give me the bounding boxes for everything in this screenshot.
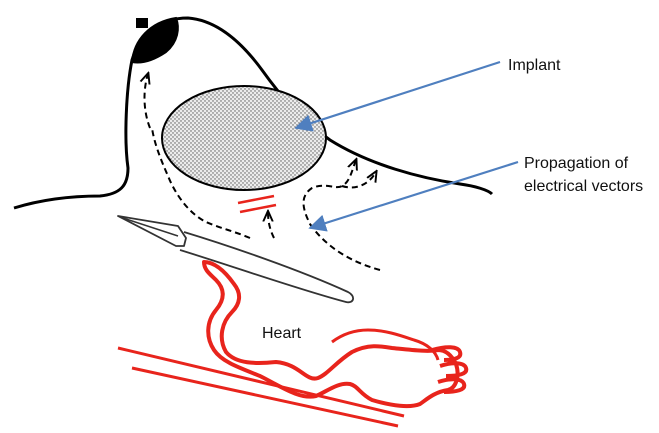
propagation-path-right (304, 160, 381, 270)
heart-label: Heart (262, 325, 302, 342)
implant-label: Implant (508, 57, 561, 74)
signal-line-2 (240, 205, 276, 212)
implant-shape (162, 86, 326, 190)
propagation-pointer-arrow (310, 162, 518, 228)
propagation-path-center (268, 212, 274, 238)
propagation-label-line1: Propagation of (524, 155, 629, 172)
signal-line-1 (238, 196, 274, 203)
vessel-line-upper (118, 348, 404, 416)
propagation-label-line2: electrical vectors (524, 178, 643, 195)
cap-tab (136, 18, 148, 28)
propagation-path-left (145, 74, 151, 128)
propagation-path-far-right (342, 172, 376, 187)
implant-pointer-arrow (296, 62, 500, 128)
